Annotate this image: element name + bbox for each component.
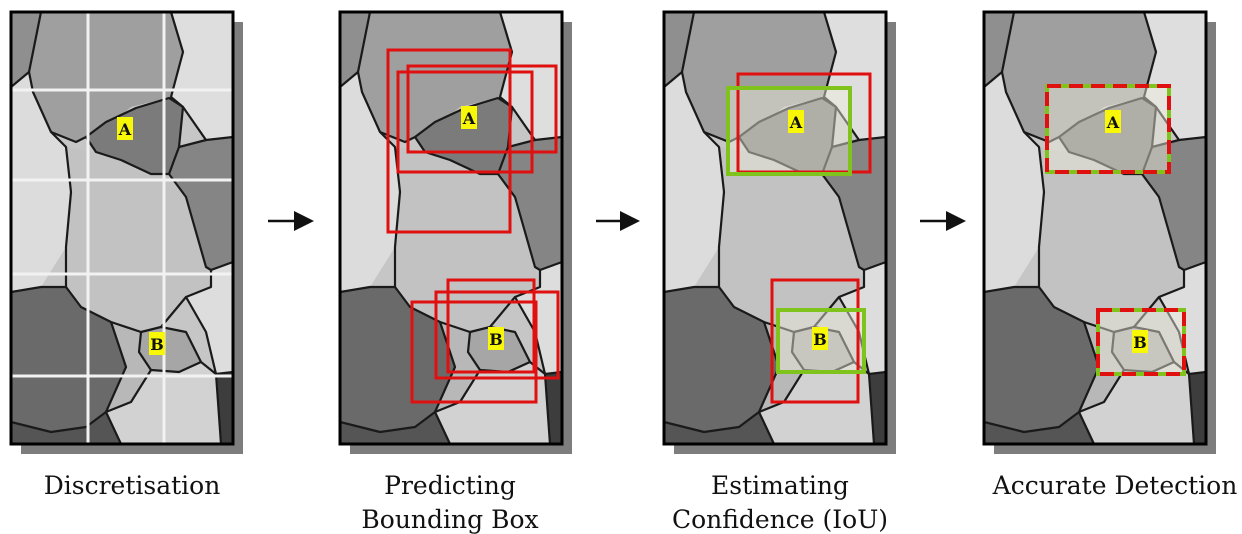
svg-text:A: A (789, 113, 803, 132)
right-arrow-icon (920, 211, 966, 231)
predicted-boxes (386, 48, 560, 404)
ground-truth-boxes (726, 86, 866, 374)
prediction-box (386, 48, 512, 234)
grain-image (11, 12, 233, 444)
ground-truth-box (726, 86, 852, 176)
svg-text:A: A (462, 109, 476, 128)
prediction-box (770, 278, 860, 404)
grain-image (664, 12, 886, 444)
panel-border (662, 10, 888, 446)
marker-a: A (461, 106, 477, 129)
captions: Discretisation Predicting Bounding Box E… (44, 471, 1238, 534)
detection-box-red-dashed (1045, 84, 1171, 174)
panel-border (338, 10, 564, 446)
svg-text:B: B (1133, 333, 1147, 352)
right-arrow-icon (268, 211, 314, 231)
caption-estimating: Estimating (711, 471, 849, 500)
svg-text:B: B (813, 330, 827, 349)
marker-b: B (488, 327, 504, 350)
prediction-box (434, 290, 560, 380)
marker-b: B (812, 327, 828, 350)
marker-a: A (1105, 110, 1121, 133)
svg-text:B: B (150, 335, 164, 354)
panel-predicting-bounding-box: A B (338, 10, 572, 454)
right-arrow-icon (596, 211, 640, 231)
panel-border (982, 10, 1208, 446)
caption-predicting: Predicting (384, 471, 516, 500)
grain-image (984, 12, 1206, 444)
panel-border (9, 10, 235, 446)
prediction-box (410, 300, 538, 404)
prediction-box (446, 278, 536, 374)
caption-confidence-iou: Confidence (IoU) (672, 505, 888, 534)
marker-a: A (788, 110, 804, 133)
detection-box-red-dashed (1096, 308, 1186, 376)
prediction-box (406, 64, 558, 154)
detection-boxes (1045, 84, 1186, 376)
svg-text:B: B (489, 330, 503, 349)
detection-highlight (1047, 86, 1184, 374)
discretisation-grid (11, 12, 233, 444)
caption-bounding-box: Bounding Box (361, 505, 538, 534)
caption-accurate-detection: Accurate Detection (992, 471, 1238, 500)
caption-discretisation: Discretisation (44, 471, 221, 500)
svg-text:A: A (1106, 113, 1120, 132)
panel-discretisation: A B (9, 10, 243, 454)
panel-accurate-detection: A B (982, 10, 1216, 454)
prediction-box (396, 70, 534, 174)
svg-text:A: A (118, 120, 132, 139)
marker-a: A (117, 117, 133, 140)
marker-b: B (1132, 330, 1148, 353)
panel-estimating-confidence: A B (662, 10, 896, 454)
marker-b: B (149, 332, 165, 355)
ground-truth-box (776, 308, 866, 374)
